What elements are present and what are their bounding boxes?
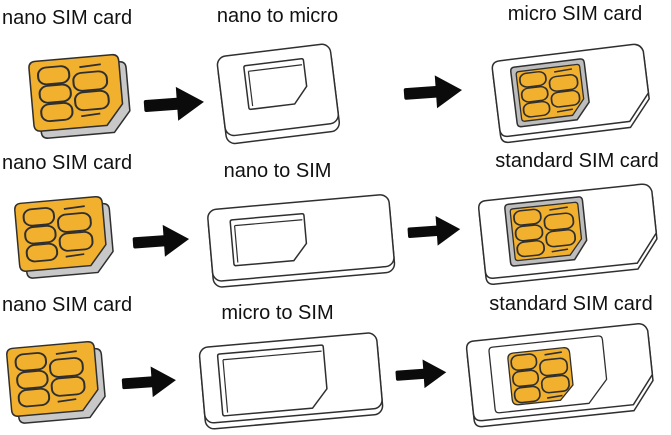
row1-nano-sim-card-icon bbox=[22, 48, 137, 144]
row2-arrow-right-icon-1 bbox=[131, 223, 191, 259]
row1-source-label: nano SIM card bbox=[2, 7, 133, 29]
row1-micro-sim-card-icon bbox=[482, 38, 667, 150]
row3-arrow-right-icon-1 bbox=[120, 364, 178, 400]
row3-micro-to-sim-adapter-icon bbox=[198, 331, 385, 431]
row3-result-label: standard SIM card bbox=[489, 293, 653, 315]
row2-adapter-label: nano to SIM bbox=[223, 160, 332, 182]
row3-source-label: nano SIM card bbox=[2, 294, 133, 316]
row1-arrow-right-icon-1 bbox=[142, 84, 206, 124]
row2-result-label: standard SIM card bbox=[495, 150, 659, 172]
row3-nano-sim-card-icon bbox=[0, 336, 112, 428]
row3-standard-sim-card-with-micro-icon bbox=[458, 320, 666, 432]
row2-arrow-right-icon-2 bbox=[406, 214, 462, 248]
row2-standard-sim-card-icon bbox=[470, 180, 670, 290]
row1-adapter-label: nano to micro bbox=[216, 5, 339, 27]
row2-nano-sim-card-icon bbox=[8, 190, 120, 284]
row1-nano-to-micro-adapter-icon bbox=[215, 42, 342, 146]
row3-arrow-right-icon-2 bbox=[394, 357, 448, 391]
row2-source-label: nano SIM card bbox=[2, 152, 133, 174]
row1-result-label: micro SIM card bbox=[507, 3, 643, 25]
row2-nano-to-sim-adapter-icon bbox=[206, 193, 396, 289]
row3-adapter-label: micro to SIM bbox=[221, 302, 334, 324]
row1-arrow-right-icon-2 bbox=[402, 73, 464, 111]
